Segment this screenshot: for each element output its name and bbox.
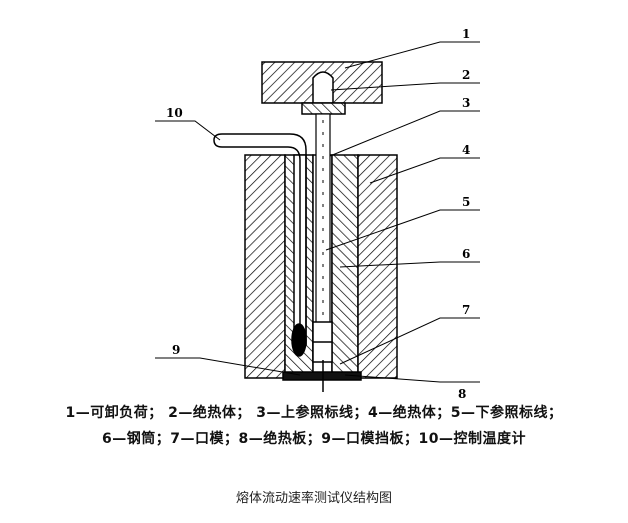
label-2: 2 xyxy=(462,68,470,82)
thermometer xyxy=(213,133,307,345)
leader-line-2 xyxy=(330,82,480,91)
outer-insulation-left xyxy=(244,154,286,379)
legend-line-1: 1—可卸负荷； 2—绝热体； 3—上参照标线；4—绝热体；5—下参照标线； xyxy=(65,405,563,421)
label-8: 8 xyxy=(458,387,466,401)
label-3: 3 xyxy=(462,96,470,110)
label-9: 9 xyxy=(172,343,180,357)
leader-line-10 xyxy=(155,120,221,141)
leader-line-4 xyxy=(369,157,480,184)
leader-line-5 xyxy=(325,209,480,251)
label-1: 1 xyxy=(462,27,470,41)
insulator-top xyxy=(312,71,334,104)
label-10: 10 xyxy=(166,106,183,120)
label-5: 5 xyxy=(462,195,470,209)
label-6: 6 xyxy=(462,247,470,261)
leader-line-7 xyxy=(339,317,480,365)
leader-line-6 xyxy=(339,261,480,268)
flange xyxy=(301,102,346,115)
insulating-plate xyxy=(282,371,362,381)
figure-caption: 熔体流动速率测试仪结构图 xyxy=(235,491,392,506)
outer-insulation-right xyxy=(357,154,398,379)
leader-line-8 xyxy=(344,374,480,383)
label-7: 7 xyxy=(462,303,470,317)
leader-line-1 xyxy=(344,41,480,69)
leader-line-3 xyxy=(329,110,480,157)
label-4: 4 xyxy=(462,143,470,157)
thermometer-bulb xyxy=(291,323,307,357)
legend-line-2: 6—钢筒；7—口模；8—绝热板；9—口模挡板；10—控制温度计 xyxy=(102,431,526,447)
leader-line-9 xyxy=(155,357,301,376)
